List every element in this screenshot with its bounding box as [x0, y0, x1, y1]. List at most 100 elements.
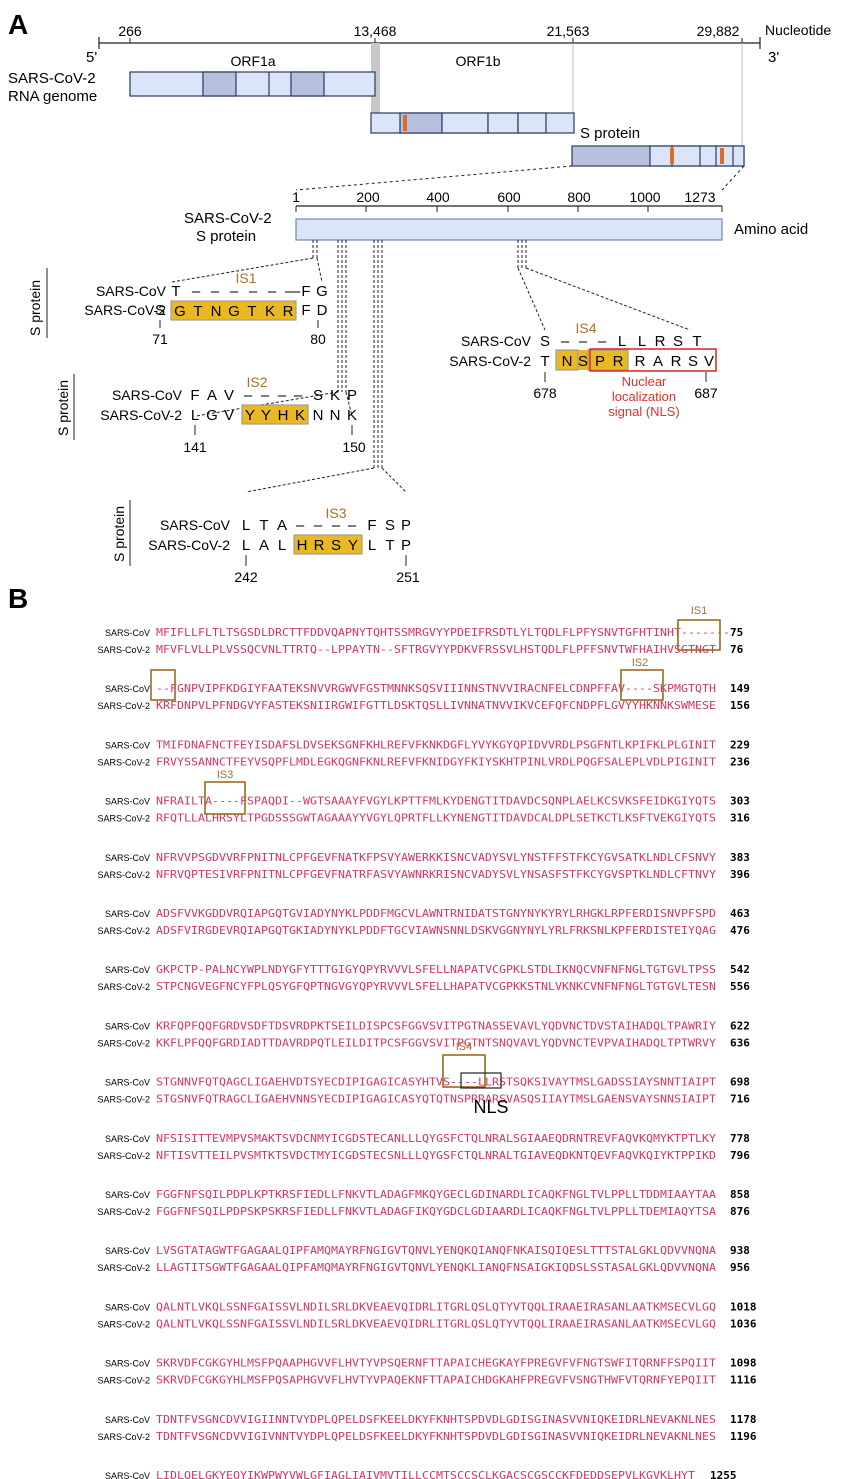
orf1a-label: ORF1a	[230, 53, 275, 69]
alignment-cov-label: SARS-CoV	[105, 1078, 150, 1088]
side-label: S protein	[55, 380, 71, 436]
protein-label-line2: S protein	[196, 228, 256, 245]
alignment-cov-position: 75	[730, 626, 743, 639]
panel-a-label: A	[8, 9, 28, 40]
residue: G	[228, 303, 240, 320]
is1-box-continued	[150, 669, 176, 701]
alignment-cov2-label: SARS-CoV-2	[97, 701, 150, 711]
side-label: S protein	[111, 506, 127, 562]
is4-start: 678	[533, 385, 557, 401]
residue: –	[579, 333, 588, 350]
residue: P	[401, 517, 411, 534]
aa-tick-label: 800	[567, 189, 591, 205]
residue: G	[174, 303, 186, 320]
residue: F	[367, 517, 376, 534]
s-gene-bar	[571, 145, 745, 167]
alignment-cov2-sequence: FRVYSSANNCTFEYVSQPFLMDLEGKQGNFKNLREFVFKN…	[156, 755, 716, 768]
five-prime-end: 5'	[86, 49, 97, 66]
residue: L	[242, 517, 250, 534]
alignment-cov2-position: 716	[730, 1093, 750, 1106]
alignment-cov-sequence: LIDLQELGKYEQYIKWPWYVWLGFIAGLIAIVMVTILLCC…	[156, 1469, 695, 1479]
alignment-cov2-position: 1036	[730, 1317, 757, 1330]
orf1b-label: ORF1b	[455, 53, 500, 69]
cov2-row-label: SARS-CoV-2	[148, 537, 230, 553]
residue: L	[618, 333, 626, 350]
alignment-cov-label: SARS-CoV	[105, 965, 150, 975]
cov-row-label: SARS-CoV	[461, 333, 532, 349]
insertion-is3: S protein SARS-CoV SARS-CoV-2 IS3 L T A …	[111, 500, 420, 585]
alignment-cov-sequence: NFRVVPSGDVVRFPNITNLCPFGEVFNATKFPSVYAWERK…	[156, 851, 716, 864]
residue: –	[332, 517, 341, 534]
aa-tick-label: 1	[292, 189, 300, 205]
residue: Y	[245, 407, 255, 424]
residue: T	[692, 333, 701, 350]
panel-a: A 5' 3' Nucleotide 266 13,468 21,563 29,…	[8, 9, 831, 585]
nls-alignment-box	[460, 1072, 502, 1089]
is1-end: 80	[310, 331, 326, 347]
residue: K	[265, 303, 275, 320]
residue: F	[301, 302, 310, 319]
orf1b-bar	[370, 112, 575, 134]
aa-tick-label: 600	[497, 189, 521, 205]
residue: A	[277, 517, 287, 534]
alignment-cov2-sequence: QALNTLVKQLSSNFGAISSVLNDILSRLDKVEAEVQIDRL…	[156, 1317, 716, 1330]
alignment-cov2-label: SARS-CoV-2	[97, 1432, 150, 1442]
alignment-cov2-sequence: KKFLPFQQFGRDIADTTDAVRDPQTLEILDITPCSFGGVS…	[156, 1036, 716, 1049]
alignment-cov-position: 383	[730, 851, 750, 864]
residue: T	[540, 353, 549, 370]
residue: –	[285, 283, 294, 300]
residue: T	[193, 303, 202, 320]
alignment-cov-position: 1018	[730, 1300, 757, 1313]
amino-acid-axis-label: Amino acid	[734, 221, 808, 238]
is1-highlight	[170, 300, 297, 321]
insertion-guides	[171, 240, 691, 493]
nuc-tick-label: 266	[118, 23, 142, 39]
residue: T	[259, 517, 268, 534]
residue: –	[561, 333, 570, 350]
alignment-cov2-position: 1116	[730, 1374, 757, 1387]
alignment-cov-sequence: KRFQPFQQFGRDVSDFTDSVRDPKTSEILDISPCSFGGVS…	[156, 1019, 716, 1032]
nls-caption-line3: signal (NLS)	[608, 404, 680, 419]
aa-tick-label: 1273	[684, 189, 715, 205]
alignment-cov-position: 1098	[730, 1357, 757, 1370]
residue: P	[401, 537, 411, 554]
nls-alignment-label: NLS	[473, 1097, 508, 1117]
residue: –	[244, 387, 253, 404]
alignment-cov-sequence: NFRAILTA----FSPAQDI--WGTSAAAYFVGYLKPTTFM…	[156, 795, 716, 808]
alignment-cov2-sequence: ADSFVIRGDEVRQIAPGQTGKIADYNYKLPDDFTGCVIAW…	[156, 924, 716, 937]
alignment-cov-sequence: GKPCTP-PALNCYWPLNDYGFYTTTGIGYQPYRVVVLSFE…	[156, 963, 716, 976]
alignment-cov-position: 1178	[730, 1413, 757, 1426]
alignment-cov-position: 229	[730, 738, 750, 751]
residue: V	[704, 353, 714, 370]
cov-row-label: SARS-CoV	[160, 517, 231, 533]
alignment-cov-label: SARS-CoV	[105, 1359, 150, 1369]
residue: N	[313, 407, 324, 424]
insertion-is4: SARS-CoV SARS-CoV-2 IS4 S – – – L L R S …	[449, 320, 718, 419]
alignment-cov2-sequence: MFVFLVLLPLVSSQCVNLTTRTQ--LPPAYTN--SFTRGV…	[156, 643, 716, 656]
alignment-cov-sequence: --FGNPVIPFKDGIYFAATEKSNVVRGWVFGSTMNNKSQS…	[156, 682, 716, 695]
aa-tick-label: 1000	[629, 189, 660, 205]
is4-box	[442, 1054, 486, 1088]
alignment-cov-position: 463	[730, 907, 750, 920]
cov2-row-label: SARS-CoV-2	[100, 407, 182, 423]
residue: R	[671, 353, 682, 370]
alignment-cov-label: SARS-CoV	[105, 797, 150, 807]
residue: N	[330, 407, 341, 424]
alignment-cov-sequence: FGGFNFSQILPDPLKPTKRSFIEDLLFNKVTLADAGFMKQ…	[156, 1188, 716, 1201]
residue: –	[278, 387, 287, 404]
alignment-cov2-label: SARS-CoV-2	[97, 1207, 150, 1217]
alignment-cov2-label: SARS-CoV-2	[97, 814, 150, 824]
residue: G	[316, 283, 328, 300]
residue: F	[190, 387, 199, 404]
residue: –	[348, 517, 357, 534]
alignment-cov2-sequence: KRFDNPVLPFNDGVYFASTEKSNIIRGWIFGTTLDSKTQS…	[156, 699, 716, 712]
alignment-cov2-position: 76	[730, 643, 744, 656]
residue: –	[211, 283, 220, 300]
alignment-cov2-sequence: NFRVQPTESIVRFPNITNLCPFGEVFNATRFASVYAWNRK…	[156, 868, 716, 881]
alignment-cov-sequence: TDNTFVSGNCDVVIGIINNTVYDPLQPELDSFKEELDKYF…	[156, 1413, 716, 1426]
residue: –	[249, 283, 258, 300]
alignment-cov-sequence: NFSISITTEVMPVSMAKTSVDCNMYICGDSTECANLLLQY…	[156, 1132, 716, 1145]
alignment-cov-sequence: MFIFLLFLTLTSGSDLDRCTTFDDVQAPNYTQHTSSMRGV…	[156, 626, 730, 639]
residue: S	[331, 537, 341, 554]
residue: –	[292, 283, 301, 300]
